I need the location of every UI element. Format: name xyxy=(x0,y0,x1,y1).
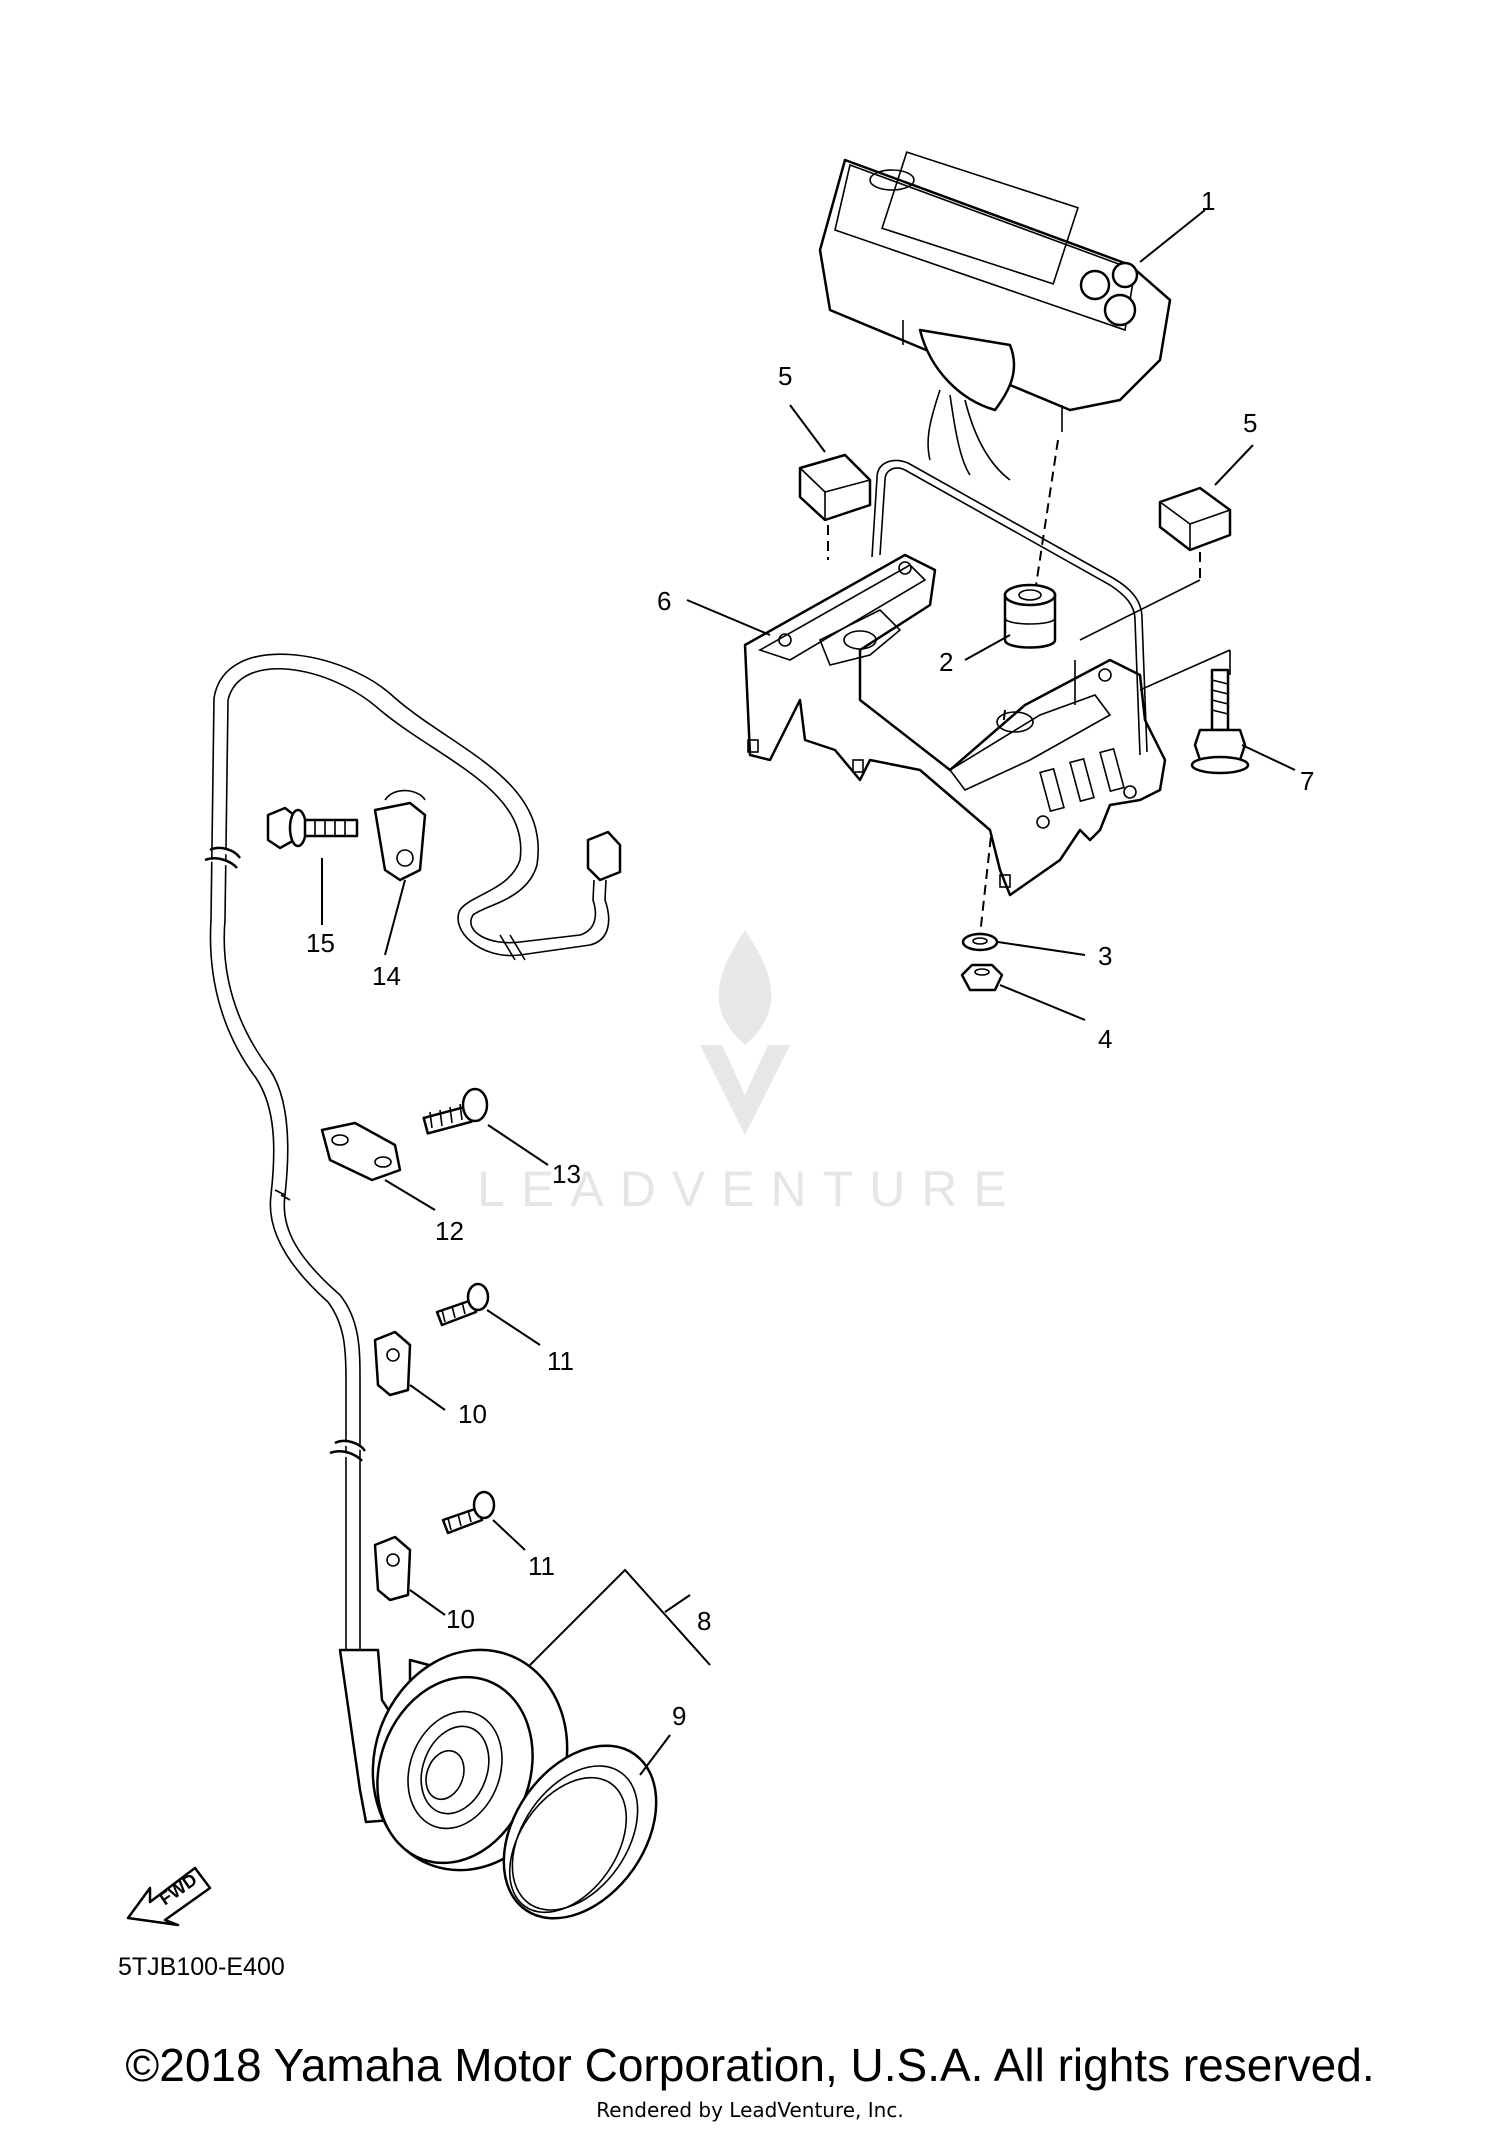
leader-4 xyxy=(999,984,1086,1021)
clamp-10-upper xyxy=(373,1330,412,1397)
leader-7 xyxy=(1241,744,1296,771)
callout-2: 2 xyxy=(939,647,953,677)
clamp-10-lower xyxy=(373,1535,412,1602)
callout-11-upper: 11 xyxy=(547,1346,574,1376)
cable-clamp-14 xyxy=(373,789,427,882)
guide-line xyxy=(1139,649,1231,691)
screw-11-lower xyxy=(441,1490,496,1535)
watermark-logo xyxy=(700,930,790,1135)
callout-14: 14 xyxy=(372,961,401,991)
callout-8: 8 xyxy=(697,1606,711,1636)
leader-11b xyxy=(492,1519,526,1551)
callout-12: 12 xyxy=(435,1216,464,1246)
leader-5b xyxy=(1214,444,1254,486)
leader-8 xyxy=(529,1568,711,1666)
leader-11a xyxy=(486,1309,541,1346)
leader-13 xyxy=(487,1124,549,1166)
meter-assembly xyxy=(818,151,1172,481)
screw-13 xyxy=(422,1087,489,1135)
callout-7: 7 xyxy=(1300,766,1314,796)
damper-right xyxy=(1158,486,1232,552)
callout-5-right: 5 xyxy=(1243,408,1257,438)
callout-6: 6 xyxy=(657,586,671,616)
meter-stay xyxy=(879,467,1141,756)
callout-4: 4 xyxy=(1098,1024,1112,1054)
leader-1 xyxy=(1139,209,1206,263)
rendered-by-notice: Rendered by LeadVenture, Inc. xyxy=(596,2098,904,2122)
watermark-text: LEADVENTURE xyxy=(477,1161,1023,1217)
callout-11-lower: 11 xyxy=(528,1551,555,1581)
diagram-code: 5TJB100-E400 xyxy=(118,1953,285,1981)
callout-15: 15 xyxy=(306,928,335,958)
washer xyxy=(961,932,999,952)
leader-10a xyxy=(409,1384,446,1411)
leader-10b xyxy=(409,1589,446,1616)
bolt-7 xyxy=(1190,668,1250,775)
callout-10-upper: 10 xyxy=(458,1399,487,1429)
oil-seal xyxy=(502,1744,658,1920)
damper-left xyxy=(798,453,872,522)
callout-10-lower: 10 xyxy=(446,1604,475,1634)
leader-12 xyxy=(384,1179,436,1211)
meter-bracket xyxy=(743,553,1167,897)
fwd-arrow-icon: FWD xyxy=(126,1866,212,1927)
leader-2 xyxy=(964,634,1011,661)
guide-line xyxy=(1079,579,1201,641)
flange-nut xyxy=(960,963,1004,992)
leader-6 xyxy=(686,599,771,636)
callout-9: 9 xyxy=(672,1701,686,1731)
grommet xyxy=(1003,583,1057,649)
leader-5a xyxy=(789,404,826,453)
sensor-bracket-12 xyxy=(320,1121,402,1182)
sensor-cable xyxy=(204,653,622,1660)
callout-1: 1 xyxy=(1201,186,1215,216)
leader-9 xyxy=(639,1734,671,1776)
copyright-notice: ©2018 Yamaha Motor Corporation, U.S.A. A… xyxy=(125,2039,1375,2091)
callout-13: 13 xyxy=(552,1159,581,1189)
meter-stay xyxy=(871,459,1148,753)
leader-14 xyxy=(384,879,406,956)
bolt-15 xyxy=(266,806,359,850)
screw-11-upper xyxy=(435,1282,490,1327)
leader-3 xyxy=(997,941,1086,956)
callout-3: 3 xyxy=(1098,941,1112,971)
callout-5-left: 5 xyxy=(778,361,792,391)
